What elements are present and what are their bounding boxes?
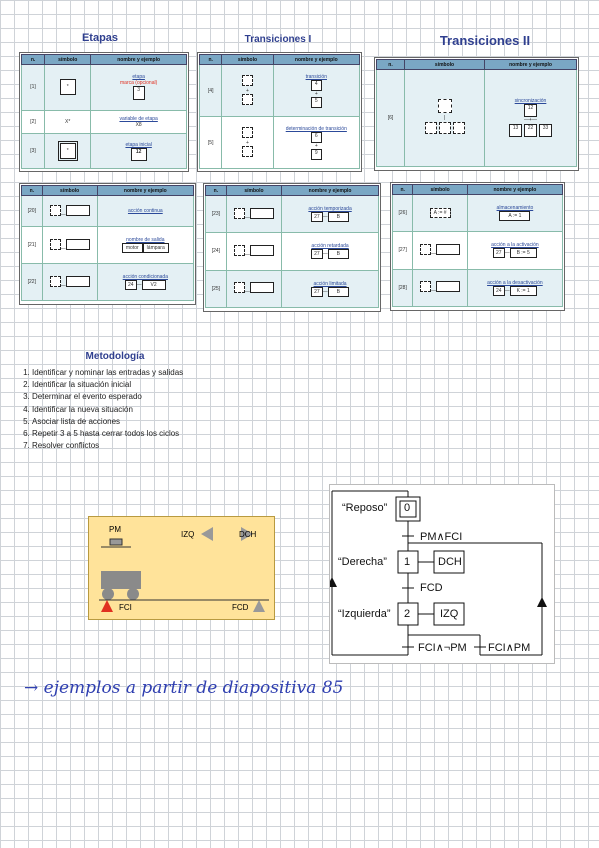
handwritten-note: → ejemplos a partir de diapositiva 85 xyxy=(24,678,344,698)
fcd-label: FCD xyxy=(232,603,249,612)
grafcet-lines xyxy=(330,490,547,656)
step-0-number: 0 xyxy=(404,502,411,514)
methodology-step: Resolver conflictos xyxy=(32,440,272,452)
step-1-name: “Derecha” xyxy=(338,556,387,568)
pm-label: PM xyxy=(109,525,121,534)
methodology-step: Repetir 3 a 5 hasta cerrar todos los cic… xyxy=(32,428,272,440)
heading-transiciones-2: Transiciones II xyxy=(439,33,531,48)
step-1-number: 1 xyxy=(404,556,411,568)
step-2-name: “Izquierda” xyxy=(338,608,391,620)
transition-2a-label: FCI∧¬PM xyxy=(418,642,467,654)
methodology-step: Identificar la nueva situación xyxy=(32,404,272,416)
izq-label: IZQ xyxy=(181,530,195,539)
device-diagram: PM IZQ DCH FCI FCD xyxy=(88,516,275,620)
heading-transiciones-1: Transiciones I xyxy=(244,34,312,45)
step-2-action: IZQ xyxy=(440,608,459,620)
step-0-name: “Reposo” xyxy=(342,502,388,514)
transition-1-label: FCD xyxy=(420,582,443,594)
step-2-number: 2 xyxy=(404,608,411,620)
methodology-list: Identificar y nominar las entradas y sal… xyxy=(0,367,272,452)
methodology-step: Determinar el evento esperado xyxy=(32,391,272,403)
device-illustration xyxy=(99,527,269,612)
step-1-action: DCH xyxy=(438,556,462,568)
heading-metodologia: Metodología xyxy=(85,351,145,362)
transition-2b-label: FCI∧PM xyxy=(488,642,531,654)
transition-0-label: PM∧FCI xyxy=(420,531,463,543)
fci-label: FCI xyxy=(119,603,132,612)
grafcet-diagram: “Reposo” 0 PM∧FCI “Derecha” 1 DCH FCD “I… xyxy=(329,484,555,664)
dch-label: DCH xyxy=(239,530,257,539)
heading-etapas: Etapas xyxy=(81,32,119,44)
methodology-step: Asociar lista de acciones xyxy=(32,416,272,428)
methodology-step: Identificar y nominar las entradas y sal… xyxy=(32,367,272,379)
methodology-step: Identificar la situación inicial xyxy=(32,379,272,391)
